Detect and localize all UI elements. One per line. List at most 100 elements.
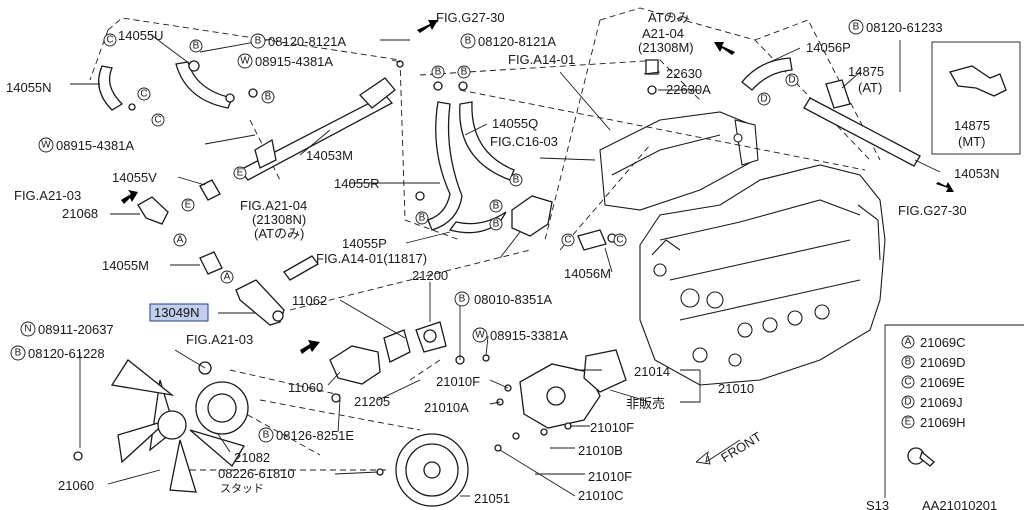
water-pump-21010 [519, 363, 601, 429]
highlight-13049N[interactable] [149, 303, 209, 322]
hose-14056P [741, 57, 793, 91]
svg-text:W: W [240, 56, 250, 67]
svg-text:B: B [435, 67, 442, 78]
hose-clamp-icon [907, 447, 935, 467]
intake-manifold-region [599, 111, 759, 211]
clamp-marker-c-icon: C [561, 233, 575, 247]
label-21205: 21205 [354, 394, 390, 409]
label-fig-a21-03-left: FIG.A21-03 [14, 188, 81, 203]
legend-item: E 21069H [901, 415, 966, 430]
small-bolts-lower [73, 354, 572, 476]
svg-text:B: B [255, 36, 262, 47]
label-14875-at: 14875 [848, 64, 884, 79]
label-fig-g27-30-top: FIG.G27-30 [436, 10, 505, 25]
bolt-callout-icon: B [258, 427, 274, 443]
svg-text:D: D [904, 397, 911, 408]
legend-item: C 21069E [901, 375, 965, 390]
heater-pipe-14053M [238, 77, 396, 181]
bolt-callout-icon: B [454, 291, 470, 307]
thermostat-21200 [415, 321, 447, 353]
clamp-marker-b-icon: B [457, 65, 471, 79]
label-08126-8251E: 08126-8251E [276, 428, 354, 443]
label-14055Q: 14055Q [492, 116, 538, 131]
label-14056P: 14056P [806, 40, 851, 55]
svg-text:21069J: 21069J [920, 395, 963, 410]
svg-text:21069E: 21069E [920, 375, 965, 390]
svg-text:A: A [905, 337, 912, 348]
svg-text:B: B [461, 67, 468, 78]
label-08915-4381A-top: 08915-4381A [255, 54, 333, 69]
svg-text:B: B [15, 348, 22, 359]
svg-text:A: A [177, 235, 184, 246]
svg-text:B: B [193, 41, 200, 52]
front-arrow-icon [695, 439, 741, 465]
svg-text:B: B [513, 175, 520, 186]
arrow-icon [417, 20, 438, 33]
label-a21-04: A21-04 [642, 26, 684, 41]
clamp-marker-d-icon: D [757, 92, 771, 106]
svg-text:B: B [493, 201, 500, 212]
fan-coupling-21082 [195, 381, 249, 435]
clamp-marker-b-icon: B [489, 199, 503, 213]
part-labels: 14055U 14055N 08915-4381A 08915-4381A 08… [6, 10, 1000, 510]
label-21010A: 21010A [424, 400, 469, 415]
label-at-only: ATのみ [648, 10, 690, 25]
washer-callout-icon: W [472, 327, 488, 343]
svg-text:E: E [905, 417, 912, 428]
sensor-22630 [645, 59, 659, 95]
label-14055U: 14055U [118, 28, 164, 43]
clamp-marker-b-icon: B [261, 90, 275, 104]
label-21010B: 21010B [578, 443, 623, 458]
engine-block [639, 164, 886, 386]
hose-14055N [98, 65, 124, 111]
outlet-13049N [235, 279, 285, 326]
label-fig-c16-03: FIG.C16-03 [490, 134, 558, 149]
label-21010C: 21010C [578, 488, 624, 503]
svg-text:21069H: 21069H [920, 415, 966, 430]
clamp-marker-c-icon: C [137, 87, 151, 101]
lead-lines [70, 33, 941, 497]
label-mt-paren: (MT) [958, 134, 985, 149]
svg-text:D: D [788, 75, 795, 86]
label-21308N: (21308N) [252, 212, 306, 227]
legend-item: B 21069D [901, 355, 966, 370]
label-08911-20637: 08911-20637 [38, 322, 114, 337]
svg-text:B: B [459, 294, 466, 305]
clamp-marker-e-icon: E [181, 198, 195, 212]
svg-text:W: W [41, 140, 51, 151]
pulley-21051 [395, 433, 469, 507]
clamp-legend: A 21069C B 21069D C 21069E D 21069J E 21… [884, 324, 1024, 498]
callout-circles: B W W B B B N W B B [10, 19, 864, 443]
label-08915-3381A: 08915-3381A [490, 328, 568, 343]
label-21014: 21014 [634, 364, 670, 379]
hose-14055R [427, 101, 463, 231]
hose-14056M [577, 229, 607, 251]
bolt-callout-icon: B [250, 33, 266, 49]
arrow-icon [300, 340, 320, 354]
label-21082: 21082 [234, 450, 270, 465]
clamp-marker-a-icon: A [220, 270, 234, 284]
gasket-11062 [383, 329, 411, 363]
pipe-14053N [803, 97, 921, 167]
hose-14055M [199, 251, 223, 275]
hose-14055U [175, 61, 233, 109]
hose-14055V [199, 179, 221, 201]
label-fig-a14-01-mid: FIG.A14-01(11817) [316, 251, 427, 266]
label-14053N: 14053N [954, 166, 1000, 181]
clamp-marker-b-icon: B [415, 211, 429, 225]
svg-text:C: C [564, 235, 571, 246]
label-08226-61810: 08226-61810 [218, 466, 295, 481]
label-21010F-b: 21010F [590, 420, 634, 435]
svg-text:B: B [853, 22, 860, 33]
svg-text:B: B [905, 357, 912, 368]
clamp-marker-e-icon: E [233, 166, 247, 180]
gasket-21014 [583, 349, 627, 393]
nut-callout-icon: N [20, 321, 36, 337]
svg-text:C: C [616, 235, 623, 246]
label-fig-a21-03-mid: FIG.A21-03 [186, 332, 253, 347]
svg-text:E: E [185, 200, 192, 211]
pipe-21308N [283, 255, 319, 281]
label-13049N-highlighted[interactable]: 13049N [154, 305, 200, 320]
svg-text:21069D: 21069D [920, 355, 966, 370]
